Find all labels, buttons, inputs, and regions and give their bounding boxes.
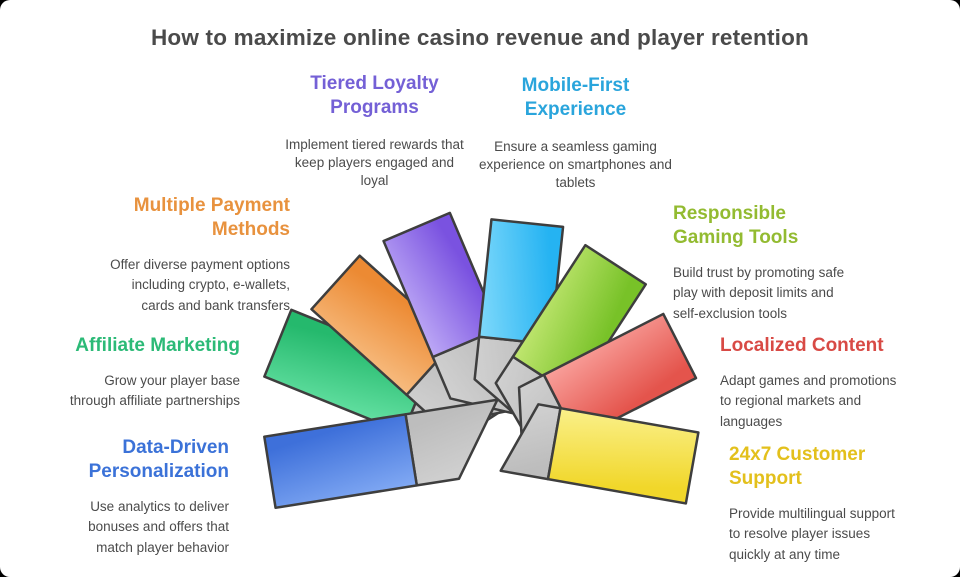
customer-support-heading: 24x7 Customer Support	[729, 444, 866, 489]
label-tiered-loyalty: Tiered Loyalty Programs Implement tiered…	[282, 72, 467, 189]
page-title: How to maximize online casino revenue an…	[150, 25, 809, 50]
label-data-driven: Data-Driven Personalization Use analytic…	[79, 436, 229, 558]
data-driven-heading: Data-Driven Personalization	[88, 437, 229, 482]
localized-content-heading: Localized Content	[720, 335, 884, 356]
data-driven-description: Use analytics to deliver bonuses and off…	[88, 499, 229, 555]
multiple-payment-heading: Multiple Payment Methods	[133, 195, 290, 240]
label-localized-content: Localized Content Adapt games and promot…	[720, 334, 898, 432]
mobile-first-description: Ensure a seamless gaming experience on s…	[479, 139, 672, 190]
tiered-loyalty-heading: Tiered Loyalty Programs	[310, 73, 439, 118]
label-responsible-gaming: Responsible Gaming Tools Build trust by …	[673, 202, 845, 324]
label-multiple-payment: Multiple Payment Methods Offer diverse p…	[105, 194, 290, 316]
affiliate-marketing-heading: Affiliate Marketing	[75, 335, 240, 356]
blade-data-driven-personalization	[263, 398, 499, 510]
label-customer-support: 24x7 Customer Support Provide multilingu…	[729, 443, 909, 565]
localized-content-description: Adapt games and promotions to regional m…	[720, 373, 897, 429]
label-affiliate-marketing: Affiliate Marketing Grow your player bas…	[58, 334, 240, 412]
responsible-gaming-heading: Responsible Gaming Tools	[673, 203, 799, 248]
tiered-loyalty-description: Implement tiered rewards that keep playe…	[285, 137, 464, 188]
affiliate-marketing-description: Grow your player base through affiliate …	[69, 373, 240, 409]
blade-24x7-customer-support	[499, 403, 700, 505]
multiple-payment-description: Offer diverse payment options including …	[110, 257, 290, 313]
label-mobile-first: Mobile-First Experience Ensure a seamles…	[478, 74, 673, 191]
mobile-first-heading: Mobile-First Experience	[521, 75, 630, 120]
customer-support-description: Provide multilingual support to resolve …	[729, 506, 895, 562]
blade-data-driven-personalization-panel	[263, 413, 419, 510]
responsible-gaming-description: Build trust by promoting safe play with …	[673, 265, 845, 321]
blade-tiered-loyalty-programs-panel	[382, 211, 501, 359]
blade-24x7-customer-support-panel	[546, 406, 700, 505]
